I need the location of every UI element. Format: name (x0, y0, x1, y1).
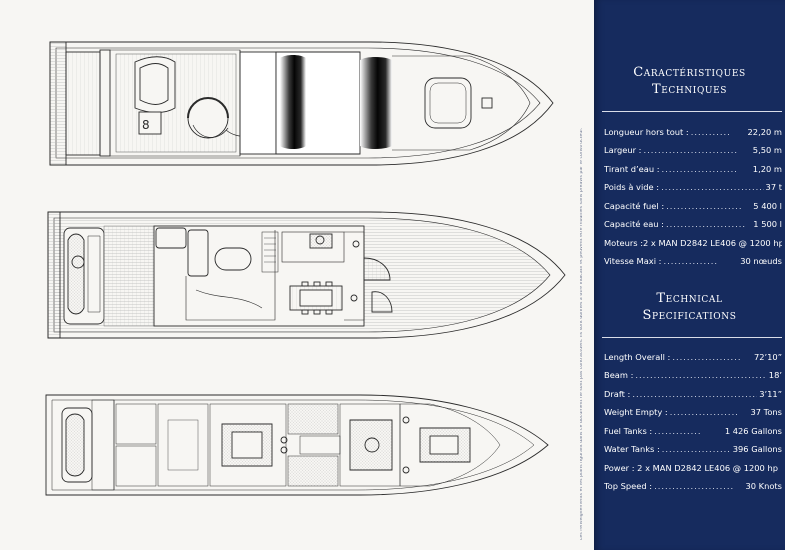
spec-row-power: Power : 2 x MAN D2842 LE406 @ 1200 hp (604, 454, 782, 473)
spec-row-top-speed: Top Speed : ...................... 30 Kn… (604, 473, 782, 491)
spec-value: 5,50 m (752, 145, 782, 155)
divider-en-top (602, 337, 782, 338)
spec-leader: ..................... (661, 163, 738, 174)
heading-fr-line1: Caractéristiques (633, 65, 746, 80)
legal-fine-print: Les renseignements et les plans figurant… (580, 127, 584, 540)
spec-leader: ................... (669, 407, 739, 417)
heading-fr-line2: Techniques (651, 82, 728, 97)
spec-label: Fuel Tanks : (604, 425, 653, 436)
spec-value: 37 t (765, 182, 782, 192)
spec-row-eau: Capacité eau : ...................... 1 … (604, 211, 782, 229)
spec-row-moteurs: Moteurs :2 x MAN D2842 LE406 @ 1200 hp (604, 229, 782, 248)
spec-label: Moteurs :2 x MAN D2842 LE406 @ 1200 hp (604, 237, 782, 248)
spec-value: 3’11” (759, 388, 782, 399)
spec-leader: .................................. (661, 182, 763, 192)
spec-value: 30 nœuds (740, 256, 782, 266)
spec-row-length: Length Overall : ................... 72’… (604, 343, 782, 362)
spec-leader: ............. (654, 425, 702, 436)
specifications-panel: Caractéristiques Techniques Longueur hor… (594, 0, 785, 550)
spec-leader: ................... (672, 351, 742, 362)
spec-label: Weight Empty : (604, 407, 668, 417)
spec-value: 1 500 l (753, 219, 782, 229)
spec-value: 72’10” (753, 351, 782, 362)
deck-plans-drawing: 8 (45, 41, 566, 496)
spec-value: 5 400 l (753, 200, 782, 211)
spec-row-weight: Weight Empty : ................... 37 To… (604, 399, 782, 417)
spec-value: 18’ (768, 370, 782, 380)
spec-row-water-tanks: Water Tanks : ................... 396 Ga… (604, 436, 782, 454)
spec-label: Capacité eau : (604, 219, 664, 229)
spec-label: Capacité fuel : (604, 200, 665, 211)
spec-value: 30 Knots (745, 481, 782, 491)
heading-en-line2: Specifications (642, 308, 737, 323)
spec-leader: ................... (661, 444, 731, 454)
spec-row-tirant-eau: Tirant d’eau : ..................... 1,2… (604, 155, 782, 174)
spec-row-beam: Beam : .................................… (604, 362, 782, 380)
spec-label: Poids à vide : (604, 182, 660, 192)
spec-label: Draft : (604, 388, 631, 399)
spec-leader: .......................... (643, 145, 739, 155)
spec-value: 396 Gallons (732, 444, 782, 454)
spec-row-fuel-tanks: Fuel Tanks : ............. 1 426 Gallons (604, 417, 782, 436)
spec-label: Vitesse Maxi : (604, 256, 662, 266)
spec-leader: ............... (663, 256, 718, 266)
spec-table-en: Length Overall : ................... 72’… (604, 343, 782, 492)
spec-row-poids: Poids à vide : .........................… (604, 174, 782, 192)
spec-label: Top Speed : (604, 481, 653, 491)
spec-value: 1 426 Gallons (724, 425, 782, 436)
spec-leader: ....................................... (635, 370, 767, 380)
heading-en-line1: Technical (656, 291, 723, 306)
spec-row-longueur: Longueur hors tout : ........... 22,20 m (604, 118, 782, 137)
spec-label: Longueur hors tout : (604, 126, 689, 137)
spec-leader: ...................................... (632, 388, 758, 399)
main-deck-plan (47, 211, 566, 339)
spec-label: Largeur : (604, 145, 642, 155)
deck-plans-panel: 8 (45, 41, 584, 540)
spec-row-largeur: Largeur : .......................... 5,5… (604, 137, 782, 155)
spec-row-fuel: Capacité fuel : ..................... 5 … (604, 192, 782, 211)
spec-label: Tirant d’eau : (604, 163, 660, 174)
spec-leader: ..................... (666, 200, 743, 211)
spec-label: Length Overall : (604, 351, 671, 362)
flybridge-plan: 8 (49, 41, 554, 166)
heading-caracteristiques-techniques: Caractéristiques Techniques (594, 64, 785, 98)
svg-text:8: 8 (142, 118, 150, 132)
spec-table-fr: Longueur hors tout : ........... 22,20 m… (604, 118, 782, 267)
divider-fr-top (602, 111, 782, 112)
spec-row-draft: Draft : ................................… (604, 380, 782, 399)
lower-deck-plan (45, 394, 549, 496)
spec-label: Water Tanks : (604, 444, 660, 454)
spec-label: Power : 2 x MAN D2842 LE406 @ 1200 hp (604, 462, 778, 473)
spec-row-vitesse: Vitesse Maxi : ............... 30 nœuds (604, 248, 782, 266)
spec-value: 1,20 m (752, 163, 782, 174)
spec-label: Beam : (604, 370, 634, 380)
spec-leader: ........... (690, 126, 731, 137)
spec-value: 37 Tons (750, 407, 782, 417)
spec-value: 22,20 m (747, 126, 782, 137)
spec-leader: ...................... (654, 481, 735, 491)
heading-technical-specifications: Technical Specifications (594, 290, 785, 324)
spec-leader: ...................... (665, 219, 747, 229)
